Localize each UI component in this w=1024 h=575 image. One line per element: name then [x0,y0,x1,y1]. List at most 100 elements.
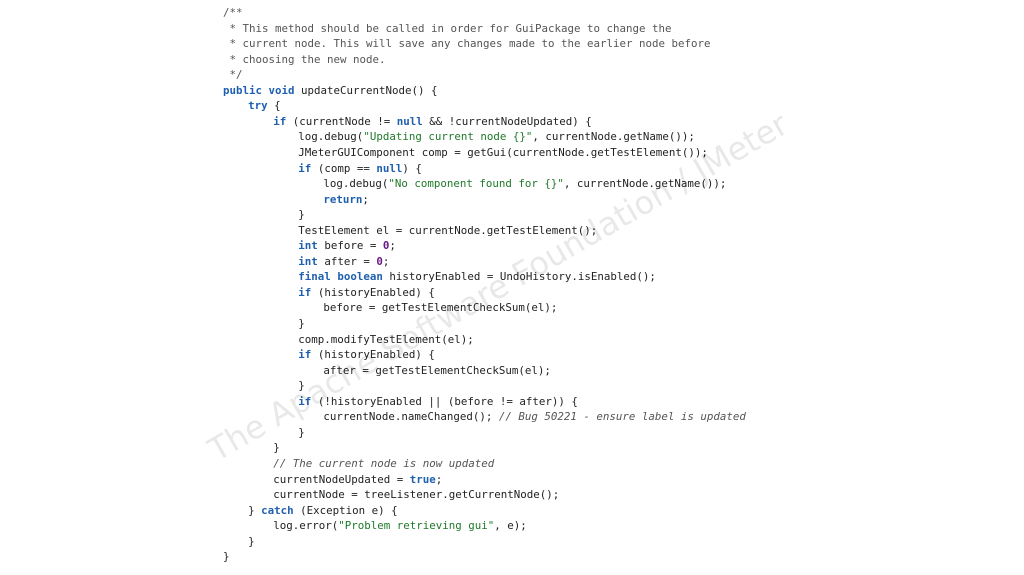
code-token-plain: ; [389,239,396,253]
code-line: int after = 0; [223,254,389,270]
code-line: TestElement el = currentNode.getTestElem… [223,223,597,239]
code-token-plain: ; [435,472,443,486]
code-line: if (!historyEnabled || (before != after)… [223,394,578,410]
code-line: log.debug("No component found for {}", c… [223,176,726,192]
code-token-plain: currentNode = treeListener.getCurrentNod… [273,488,560,502]
code-token-keyword: if [298,161,312,175]
code-line: * current node. This will save any chang… [223,36,711,52]
code-token-plain: (!historyEnabled || (before != after)) { [311,394,578,408]
code-line: log.debug("Updating current node {}", cu… [223,129,695,145]
code-token-keyword: int [298,239,318,253]
code-token-comment: */ [223,68,243,82]
code-token-plain: historyEnabled = UndoHistory.isEnabled()… [382,270,656,284]
code-token-plain: log.debug( [298,130,364,144]
code-token-comment: /** [223,6,243,19]
code-token-plain: } [298,317,305,330]
code-token-line-comment: // Bug 50221 - ensure label is updated [498,410,746,424]
code-token-keyword: boolean [337,270,383,284]
code-token-plain: && !currentNodeUpdated) { [422,114,592,128]
code-token-keyword: try [248,99,268,113]
code-token-comment: * This method should be called in order … [223,21,672,35]
code-line: comp.modifyTestElement(el); [223,332,474,348]
code-token-keyword: null [376,161,403,175]
code-token-keyword: int [298,254,318,268]
code-token-keyword: void [268,83,295,97]
code-token-plain: (comp == [311,161,377,175]
code-token-plain: after = getTestElementCheckSum(el); [323,363,551,377]
code-token-keyword: if [298,285,312,299]
code-token-comment: * current node. This will save any chang… [223,37,711,51]
code-token-plain: } [298,379,305,393]
code-line: log.error("Problem retrieving gui", e); [223,518,527,534]
code-line: currentNode.nameChanged(); // Bug 50221 … [223,409,746,425]
code-token-string: "No component found for {}" [388,177,564,191]
code-line: * choosing the new node. [223,52,386,68]
code-token-keyword: if [298,348,312,362]
code-token-comment: * choosing the new node. [223,52,386,66]
code-token-plain: } [248,534,255,548]
code-line: } [223,534,255,550]
code-token-keyword: final [298,270,331,284]
code-line: // The current node is now updated [223,456,494,472]
code-token-keyword: true [409,472,436,486]
code-line: after = getTestElementCheckSum(el); [223,363,551,379]
code-token-number: 0 [382,239,390,253]
code-line: final boolean historyEnabled = UndoHisto… [223,269,656,285]
code-line: } [223,425,305,441]
code-token-plain: } [298,208,305,222]
code-line: if (historyEnabled) { [223,347,435,363]
code-token-plain: updateCurrentNode() { [294,83,438,97]
code-token-plain: comp.modifyTestElement(el); [298,332,474,346]
code-token-plain: currentNodeUpdated = [273,472,410,486]
code-token-plain: , currentNode.getName()); [563,177,727,191]
code-line: /** [223,5,243,21]
code-token-plain: JMeterGUIComponent comp = getGui(current… [298,145,708,159]
code-token-plain: ; [382,254,390,268]
code-line: } [223,549,230,565]
code-token-plain: } [223,550,230,564]
code-line: int before = 0; [223,238,396,254]
code-token-string: "Updating current node {}" [363,130,533,144]
code-line: if (comp == null) { [223,161,422,177]
code-token-line-comment: // The current node is now updated [273,456,495,470]
code-line: * This method should be called in order … [223,21,672,37]
code-token-plain: log.error( [273,519,339,533]
code-line: } [223,316,305,332]
code-token-plain: } [273,441,280,455]
code-line: if (historyEnabled) { [223,285,435,301]
code-line: */ [223,67,243,83]
code-token-plain: before = getTestElementCheckSum(el); [323,301,558,315]
code-token-plain: (historyEnabled) { [311,285,435,299]
code-line: try { [223,98,281,114]
code-token-plain: ) { [402,161,422,175]
code-token-plain: (historyEnabled) { [311,348,435,362]
code-token-plain: , currentNode.getName()); [532,130,695,144]
code-token-plain: (currentNode != [286,114,397,128]
code-token-string: "Problem retrieving gui" [338,519,495,533]
code-token-number: 0 [376,254,383,268]
code-token-keyword: if [273,114,287,128]
code-token-plain: { [267,99,281,113]
code-line: } [223,207,305,223]
code-token-keyword: return [323,192,363,206]
code-line: currentNodeUpdated = true; [223,472,442,488]
code-token-plain: , e); [494,519,527,533]
code-token-plain: (Exception e) { [293,503,398,517]
code-token-plain: } [298,425,305,439]
code-token-keyword: public [223,83,263,97]
code-token-keyword: catch [261,503,294,517]
code-line: } [223,378,305,394]
code-token-plain: ; [362,192,369,206]
code-token-plain: before = [317,239,383,253]
code-line: } [223,440,280,456]
code-line: currentNode = treeListener.getCurrentNod… [223,487,559,503]
code-line: public void updateCurrentNode() { [223,83,438,99]
code-token-plain: log.debug( [323,177,389,191]
code-token-keyword: if [298,394,312,408]
code-token-keyword: null [396,114,423,128]
code-line: before = getTestElementCheckSum(el); [223,300,557,316]
code-line: } catch (Exception e) { [223,503,398,519]
code-token-plain: } [248,503,262,517]
code-line: if (currentNode != null && !currentNodeU… [223,114,592,130]
